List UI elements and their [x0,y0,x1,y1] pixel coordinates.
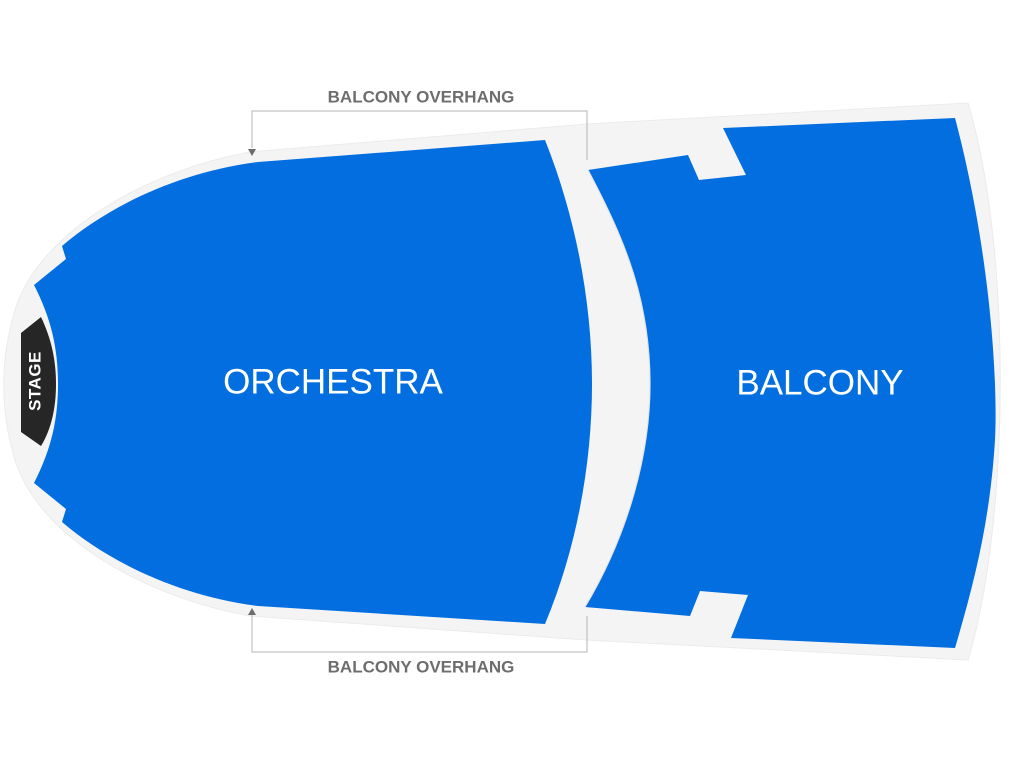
stage-shape [21,317,56,446]
top-overhang-bracket [251,110,588,160]
stage-label: STAGE [25,351,44,411]
top-overhang-label: BALCONY OVERHANG [328,87,515,106]
bottom-overhang-arrow-icon [248,608,256,615]
balcony-shape[interactable] [585,118,996,648]
stage: STAGE [21,317,56,446]
top-overhang-annotation: BALCONY OVERHANG [248,87,588,160]
top-overhang-arrow-icon [248,149,256,156]
section-orchestra[interactable]: ORCHESTRA [34,140,592,624]
bottom-overhang-annotation: BALCONY OVERHANG [248,608,588,676]
orchestra-shape[interactable] [34,140,592,624]
balcony-edge [584,169,651,608]
bottom-overhang-label: BALCONY OVERHANG [328,657,515,676]
bottom-overhang-bracket [251,615,588,653]
